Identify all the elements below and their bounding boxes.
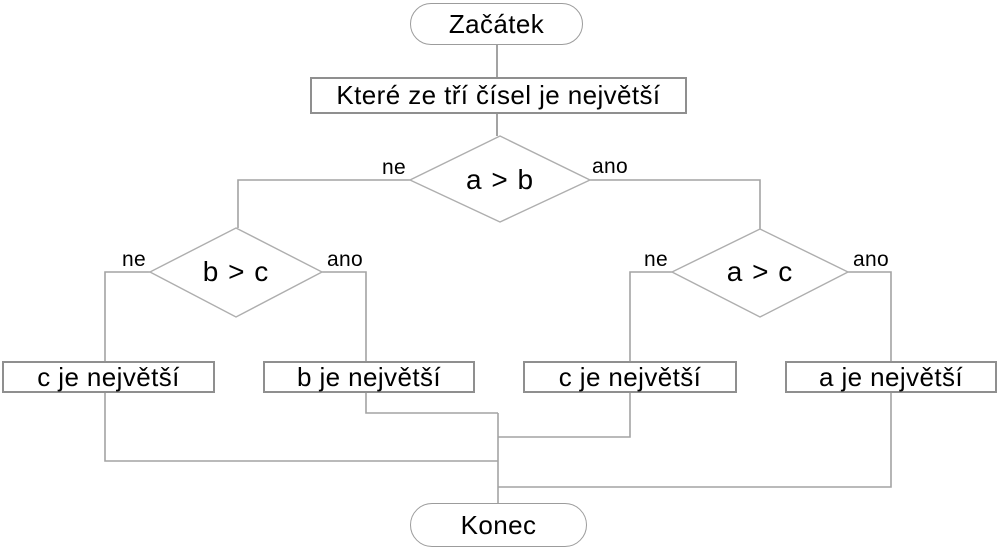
connector-result-c-right-to-merge [498,393,631,438]
connector-ab-yes-to-decision-ac [590,179,761,229]
decision-ac-diamond [670,228,850,318]
question-label: Které ze tří čísel je největší [336,80,661,110]
connector-ac-no-to-result-c-right [629,271,672,361]
result-c-right-label: c je největší [558,361,702,392]
result-b-box: b je největší [263,361,475,393]
branch-label-bc-no: ne [122,248,146,271]
branch-label-ab-yes: ano [592,155,628,178]
connector-ab-no-to-decision-bc [237,179,410,228]
result-c-right-box: c je největší [523,361,737,393]
end-label: Konec [460,509,537,540]
result-c-left-box: c je největší [2,361,215,393]
connector-result-b-to-merge [365,393,498,414]
result-b-label: b je největší [297,361,441,392]
connector-result-a-to-merge [498,393,892,488]
connector-bc-no-to-result-c-left [104,271,150,361]
end-terminator: Konec [410,503,587,547]
result-c-left-label: c je největší [37,361,180,392]
decision-ab-label: a > b [465,164,535,195]
decision-ac-label: a > c [726,256,794,287]
connector-result-c-left-to-merge [104,393,498,462]
decision-bc-diamond [148,227,324,318]
decision-bc-label: b > c [202,256,270,287]
start-label: Začátek [448,8,545,39]
question-process-box: Které ze tří čísel je největší [310,77,687,114]
branch-label-ac-no: ne [644,248,668,271]
decision-ab-diamond [408,135,592,223]
connector-bc-yes-to-result-b [322,271,367,361]
result-a-box: a je největší [785,361,997,393]
start-terminator: Začátek [410,3,583,45]
branch-label-ab-no: ne [382,156,406,179]
branch-label-ac-yes: ano [853,248,889,271]
connector-ac-yes-to-result-a [848,271,892,361]
branch-label-bc-yes: ano [327,248,363,271]
result-a-label: a je největší [819,361,963,392]
